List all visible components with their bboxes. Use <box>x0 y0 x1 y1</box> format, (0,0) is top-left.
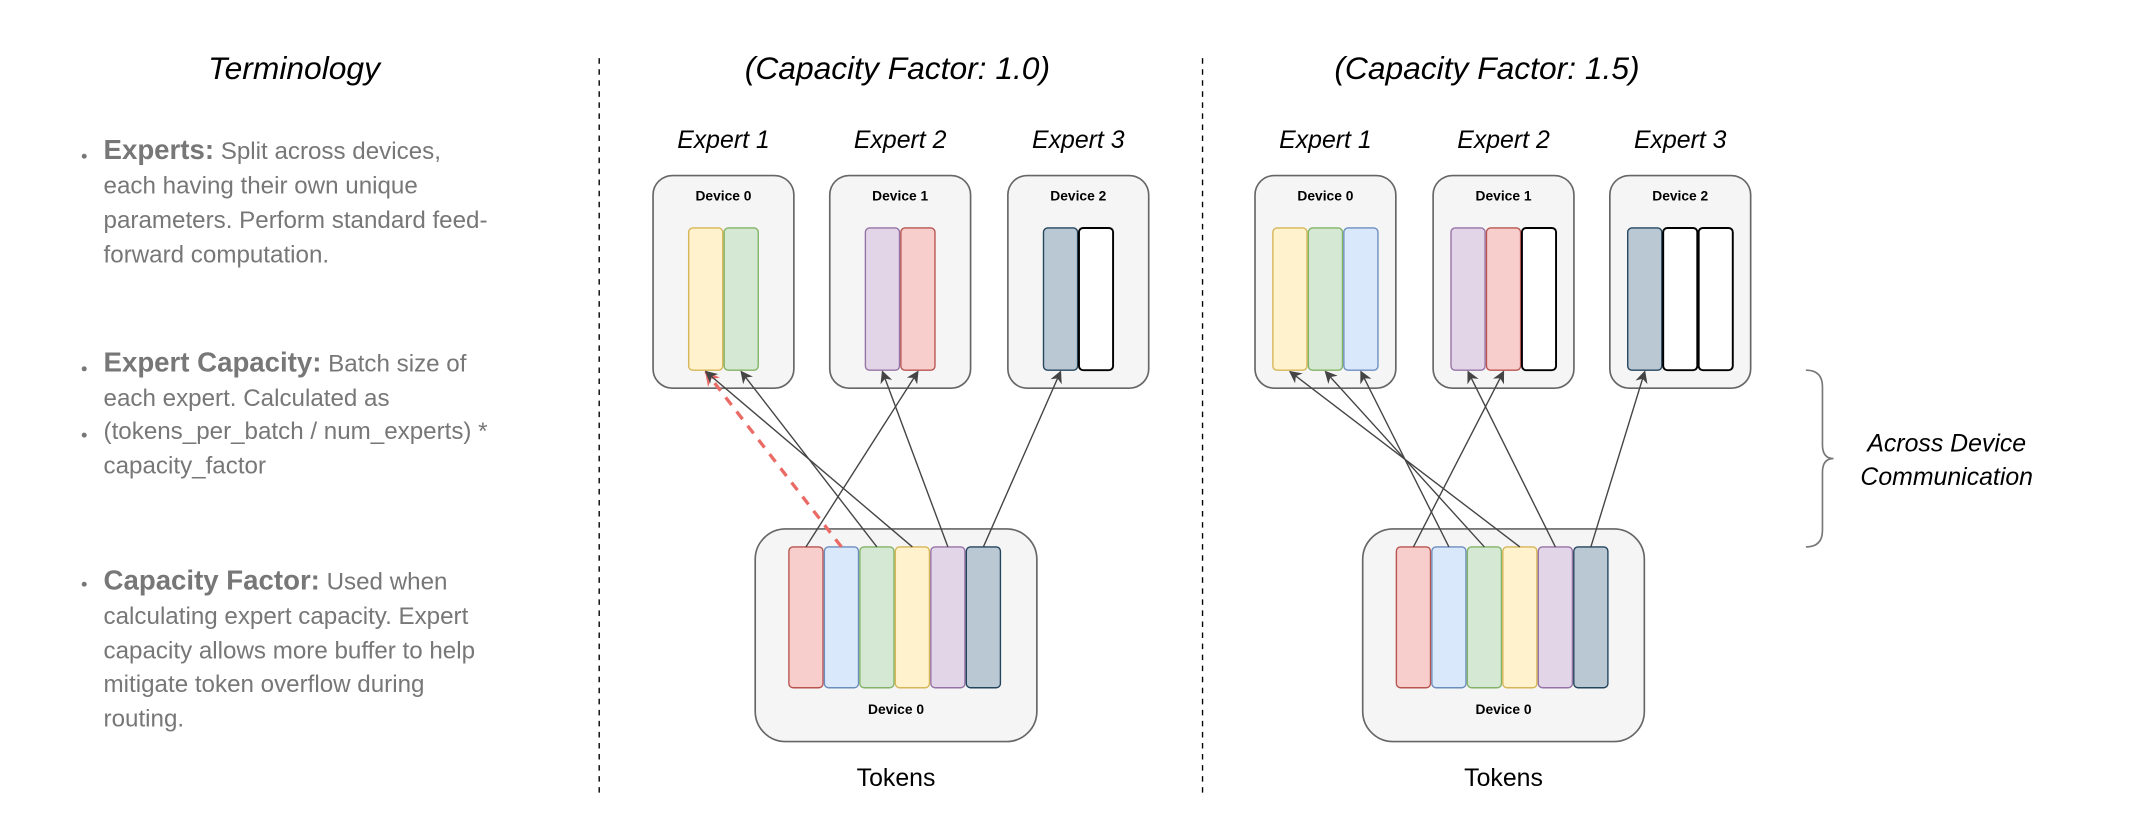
token-navy <box>965 546 1002 689</box>
curly-brace-icon <box>1805 369 1834 548</box>
term-line: calculating expert capacity. Expert <box>104 603 469 630</box>
bullet-icon <box>81 153 87 159</box>
expert-label: Expert 1 <box>677 127 770 154</box>
term-item-expert-capacity: Expert Capacity: Batch size of each expe… <box>81 347 489 480</box>
device-label: Device 0 <box>1297 188 1353 203</box>
term-name: Capacity Factor: <box>104 565 320 596</box>
bullet-icon <box>81 581 87 587</box>
expert-slot-red <box>900 227 936 371</box>
expert-label: Expert 3 <box>1032 127 1125 154</box>
routing-arrows <box>704 370 1062 548</box>
device-label: Device 1 <box>872 188 928 203</box>
tokens-label: Tokens <box>1464 765 1543 792</box>
expert-3: Expert 3 Device 2 <box>1609 127 1752 389</box>
token-device-label: Device 0 <box>1476 702 1532 717</box>
device-label: Device 2 <box>1050 188 1106 203</box>
expert-slot-yellow <box>687 227 724 371</box>
expert-2: Expert 2 Device 1 <box>1432 127 1575 389</box>
expert-2: Expert 2 Device 1 <box>828 127 972 389</box>
term-line: routing. <box>104 705 185 732</box>
term-line: Capacity Factor: Used when <box>104 565 448 596</box>
term-item-experts: Experts: Split across devices, each havi… <box>81 134 488 269</box>
expert-1: Expert 1 Device 0 <box>1254 127 1397 389</box>
routing-arrows <box>1288 370 1648 548</box>
token-green <box>859 546 895 689</box>
tokens-label: Tokens <box>857 765 936 792</box>
device-label: Device 0 <box>695 188 751 203</box>
route-arrow <box>1590 370 1648 548</box>
token-navy <box>1573 546 1609 689</box>
panel-title: (Capacity Factor: 1.0) <box>745 50 1050 86</box>
route-arrow <box>1467 370 1556 548</box>
empty-capacity-slot <box>1697 227 1734 372</box>
expert-slot-blue <box>1343 227 1379 371</box>
overflow-route-arrow <box>704 370 843 548</box>
token-red <box>1395 546 1432 689</box>
route-arrow <box>805 370 919 548</box>
bullet-icon <box>81 366 87 372</box>
empty-capacity-slot <box>1662 227 1699 372</box>
empty-capacity-slot <box>1078 227 1115 372</box>
expert-label: Expert 1 <box>1279 127 1372 154</box>
term-text: Used when <box>320 569 448 596</box>
term-line: Expert Capacity: Batch size of <box>104 347 467 378</box>
term-line: each having their own unique <box>104 172 418 199</box>
term-line: (tokens_per_batch / num_experts) * <box>104 418 489 445</box>
term-item-capacity-factor: Capacity Factor: Used when calculating e… <box>81 565 476 732</box>
term-line: each expert. Calculated as <box>104 385 390 412</box>
token-device-label: Device 0 <box>868 702 924 717</box>
annotation-line: Communication <box>1860 464 2033 491</box>
term-line: mitigate token overflow during <box>104 671 425 698</box>
expert-slot-navy <box>1627 227 1663 371</box>
route-arrow <box>1288 370 1521 548</box>
expert-slot-red <box>1485 227 1522 371</box>
expert-1: Expert 1 Device 0 <box>652 127 795 389</box>
term-line: capacity allows more buffer to help <box>104 638 476 665</box>
expert-3: Expert 3 Device 2 <box>1007 127 1150 389</box>
expert-label: Expert 3 <box>1634 127 1727 154</box>
token-blue <box>823 546 860 689</box>
annotation-line: Across Device <box>1865 431 2026 458</box>
route-arrow <box>704 370 913 548</box>
term-line: Experts: Split across devices, <box>104 134 441 165</box>
token-yellow <box>1502 546 1538 689</box>
route-arrow <box>1412 370 1505 548</box>
term-name: Expert Capacity: <box>104 347 322 378</box>
expert-slot-purple <box>1450 227 1486 371</box>
route-arrow <box>880 370 949 548</box>
token-green <box>1466 546 1503 689</box>
empty-capacity-slot <box>1520 227 1558 372</box>
token-yellow <box>894 546 931 689</box>
token-blue <box>1431 546 1467 689</box>
expert-label: Expert 2 <box>1457 127 1550 154</box>
token-batch: Device 0 Tokens <box>754 528 1038 792</box>
term-line: forward computation. <box>104 242 330 269</box>
token-red <box>788 546 824 689</box>
term-line: parameters. Perform standard feed- <box>104 207 488 234</box>
device-label: Device 2 <box>1652 188 1708 203</box>
route-arrow <box>982 370 1062 548</box>
token-purple <box>930 546 966 689</box>
expert-slot-navy <box>1042 227 1079 371</box>
expert-label: Expert 2 <box>854 127 947 154</box>
terminology-title: Terminology <box>208 50 382 86</box>
device-label: Device 1 <box>1476 188 1532 203</box>
term-name: Experts: <box>104 134 214 165</box>
terminology-section: Terminology Experts: Split across device… <box>81 50 489 732</box>
term-text: Split across devices, <box>214 138 441 165</box>
expert-slot-purple <box>864 227 901 371</box>
term-text: Batch size of <box>321 351 466 378</box>
expert-slot-yellow <box>1272 227 1308 371</box>
token-batch: Device 0 Tokens <box>1361 528 1646 792</box>
across-device-annotation: Across Device Communication <box>1805 369 2033 548</box>
bullet-icon <box>81 432 87 438</box>
token-purple <box>1537 546 1574 689</box>
expert-slot-green <box>723 227 759 371</box>
term-line: capacity_factor <box>104 453 266 480</box>
panel-title: (Capacity Factor: 1.5) <box>1334 50 1639 86</box>
expert-slot-green <box>1307 227 1344 371</box>
